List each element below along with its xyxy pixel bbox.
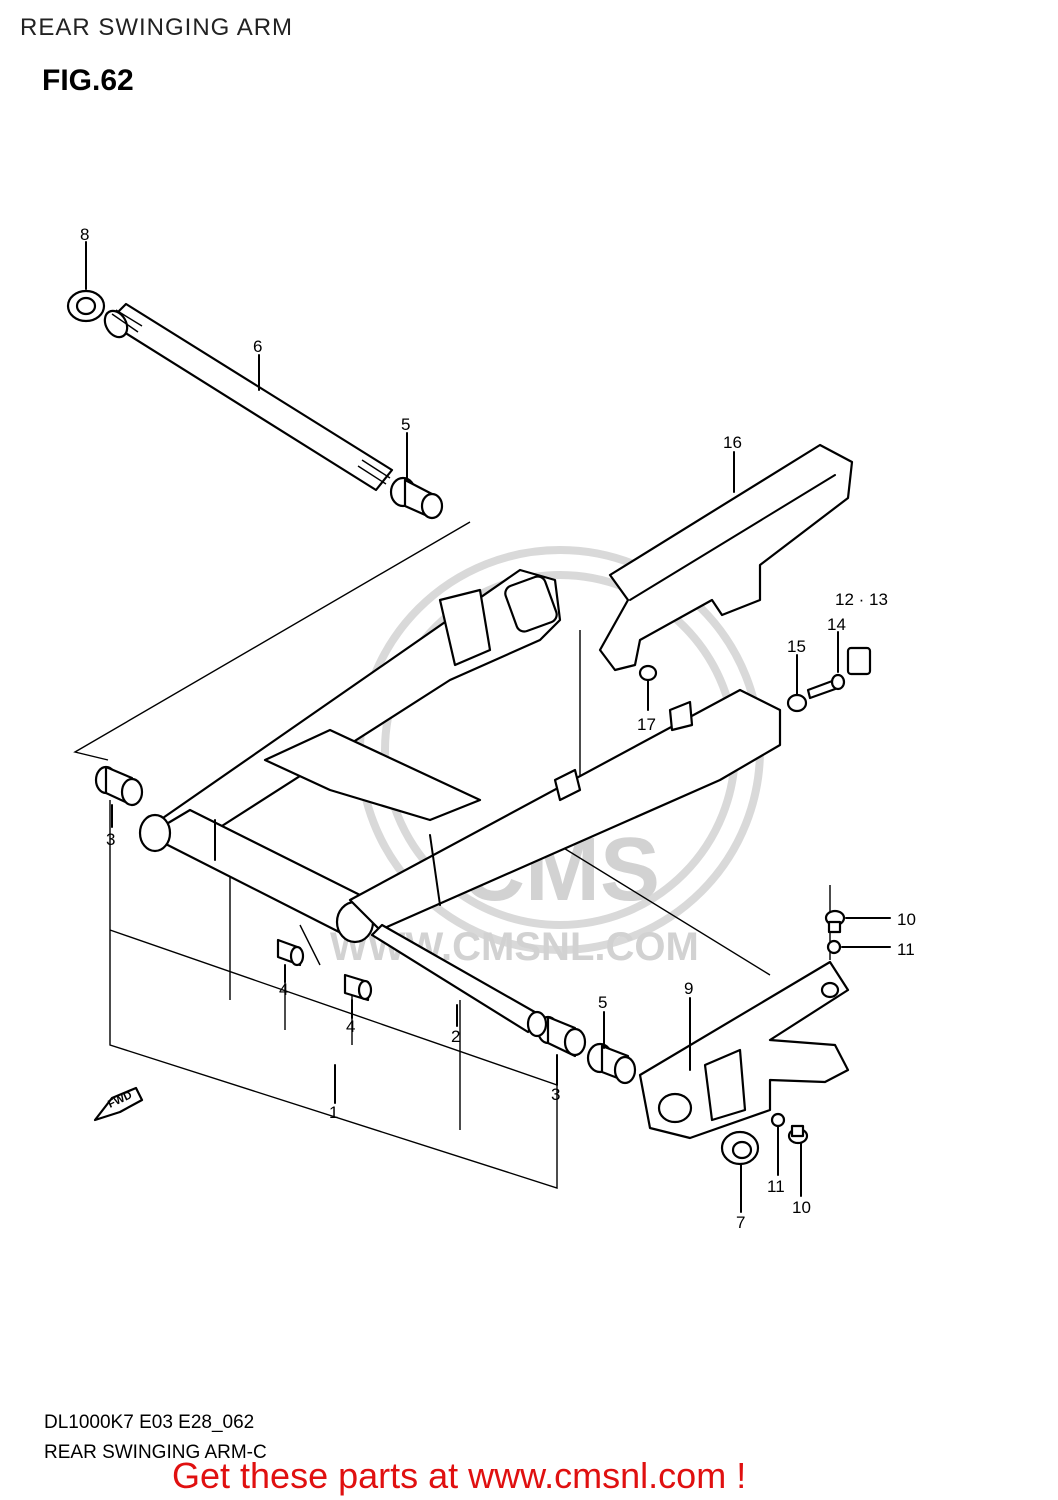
callout-16: 16 <box>723 433 742 452</box>
figure-number: FIG.62 <box>42 64 134 97</box>
callout-5-upper: 5 <box>401 415 410 434</box>
bolt-10-lower-part <box>787 1124 809 1145</box>
washer-11-upper-part <box>826 939 842 955</box>
callout-4-b: 4 <box>346 1017 355 1036</box>
callout-10-upper: 10 <box>897 910 916 929</box>
needle-bearing-a-part <box>276 938 305 967</box>
diagram-name: REAR SWINGING ARM-C <box>44 1442 267 1463</box>
bolt-10-upper-part <box>824 909 846 934</box>
bushing-upper-part <box>389 476 444 520</box>
chain-cover-part <box>598 443 854 672</box>
callout-8: 8 <box>80 225 89 244</box>
forward-direction-badge: FWD <box>93 1086 144 1122</box>
callout-11-upper: 11 <box>897 940 915 959</box>
assembly-guide-lines <box>73 521 831 1189</box>
buy-parts-link[interactable]: Get these parts at www.cmsnl.com ! <box>172 1455 747 1496</box>
clip-nut-part <box>846 646 872 676</box>
callout-3-upper: 3 <box>106 830 115 849</box>
washer-15-part <box>786 693 808 713</box>
callout-6: 6 <box>253 337 262 356</box>
callout-1: 1 <box>329 1103 338 1122</box>
callout-14: 14 <box>827 615 846 634</box>
callout-11-lower: 11 <box>767 1177 785 1196</box>
washer-11-lower-part <box>770 1112 786 1128</box>
screw-17-part <box>638 664 658 691</box>
callout-9: 9 <box>684 979 693 998</box>
swinging-arm-part <box>138 568 782 944</box>
bracket-9-part <box>638 960 850 1140</box>
bushing-lower-part <box>586 1042 637 1085</box>
callout-10-lower: 10 <box>792 1198 811 1217</box>
needle-bearing-b-part <box>343 973 373 1002</box>
callout-12-13: 12 · 13 <box>835 590 888 609</box>
bearing-lower-part <box>536 1015 587 1058</box>
spacer-tube-part <box>370 923 548 1038</box>
model-code: DL1000K7 E03 E28_062 <box>44 1412 255 1433</box>
callout-7: 7 <box>736 1213 745 1232</box>
callout-5-lower: 5 <box>598 993 607 1012</box>
page-title: REAR SWINGING ARM <box>20 14 294 41</box>
pivot-shaft-part <box>103 302 394 492</box>
callout-labels: 8 6 5 16 12 · 13 14 15 17 3 10 11 4 4 2 … <box>80 225 916 1232</box>
leader-lines <box>85 241 891 1213</box>
bearing-upper-part <box>94 765 144 807</box>
callout-4-a: 4 <box>279 980 288 999</box>
callout-17: 17 <box>637 715 656 734</box>
callout-2: 2 <box>451 1027 460 1046</box>
lock-nut-part <box>66 289 106 323</box>
bolt-14-part <box>806 673 846 700</box>
collar-7-part <box>720 1130 760 1166</box>
callout-15: 15 <box>787 637 806 656</box>
callout-3-lower: 3 <box>551 1085 560 1104</box>
